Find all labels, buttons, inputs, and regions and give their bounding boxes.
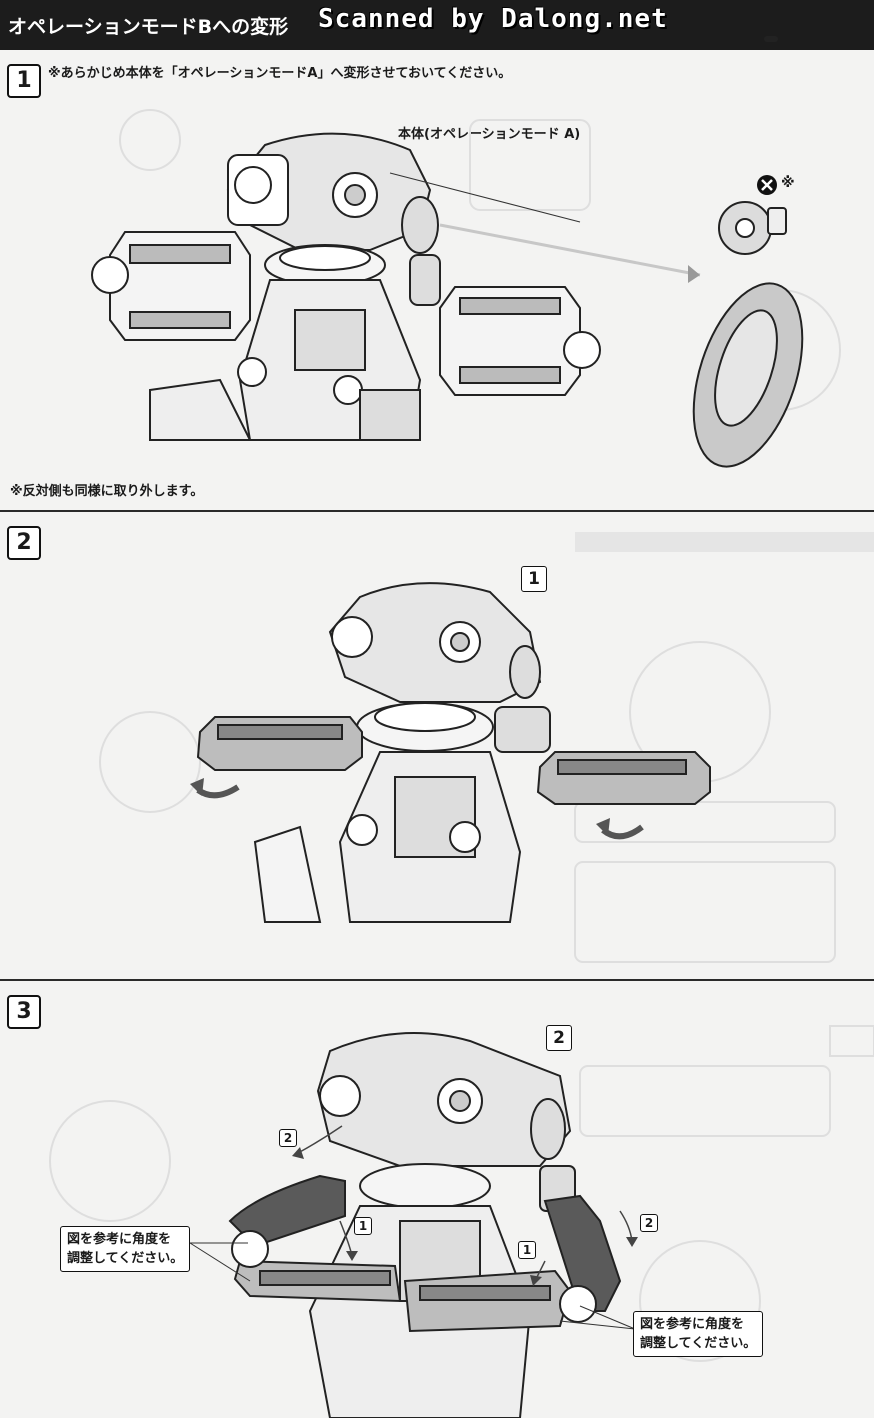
angle-callout-right: 図を参考に角度を 調整してください。 <box>633 1311 764 1357</box>
mech-illustration <box>99 532 874 963</box>
step-number: 2 <box>7 526 41 560</box>
step-3: 3 2 <box>0 981 874 1418</box>
remove-mark: ※ <box>781 175 795 191</box>
reference-number: 2 <box>546 1025 572 1051</box>
order-label: 1 <box>518 1241 536 1259</box>
curved-arrow-icon <box>190 778 240 799</box>
page-title: オペレーションモードBへの変形 <box>8 16 289 38</box>
callout-line: 調整してください。 <box>640 1336 757 1351</box>
step-instruction: ※あらかじめ本体を「オペレーションモードA」へ変形させておいてください。 <box>48 66 512 81</box>
order-label: 2 <box>279 1129 297 1147</box>
order-label: 1 <box>354 1217 372 1235</box>
body-label: 本体(オペレーションモード A) <box>398 127 581 142</box>
step-1: 1 ※あらかじめ本体を「オペレーションモードA」へ変形させておいてください。 本… <box>0 50 874 510</box>
callout-line: 図を参考に角度を <box>67 1232 172 1247</box>
section-divider <box>0 979 874 981</box>
x-circle-icon <box>757 175 777 195</box>
angle-callout-left: 図を参考に角度を 調整してください。 <box>60 1226 191 1272</box>
callout-line: 図を参考に角度を <box>640 1317 745 1332</box>
callout-line: 調整してください。 <box>67 1251 184 1266</box>
mech-illustration <box>91 109 841 468</box>
reference-number: 1 <box>521 566 547 592</box>
step-2: 2 1 <box>0 512 874 979</box>
header-mark <box>764 36 778 42</box>
step-number: 3 <box>7 995 41 1029</box>
scan-watermark: Scanned by Dalong.net <box>318 4 668 34</box>
mech-illustration <box>49 1025 874 1418</box>
step-number: 1 <box>7 64 41 98</box>
curved-arrow-icon <box>596 818 644 840</box>
page-header: オペレーションモードBへの変形 Scanned by Dalong.net <box>0 0 874 50</box>
section-divider <box>0 510 874 512</box>
step-footnote: ※反対側も同様に取り外します。 <box>10 484 204 499</box>
order-label: 2 <box>640 1214 658 1232</box>
